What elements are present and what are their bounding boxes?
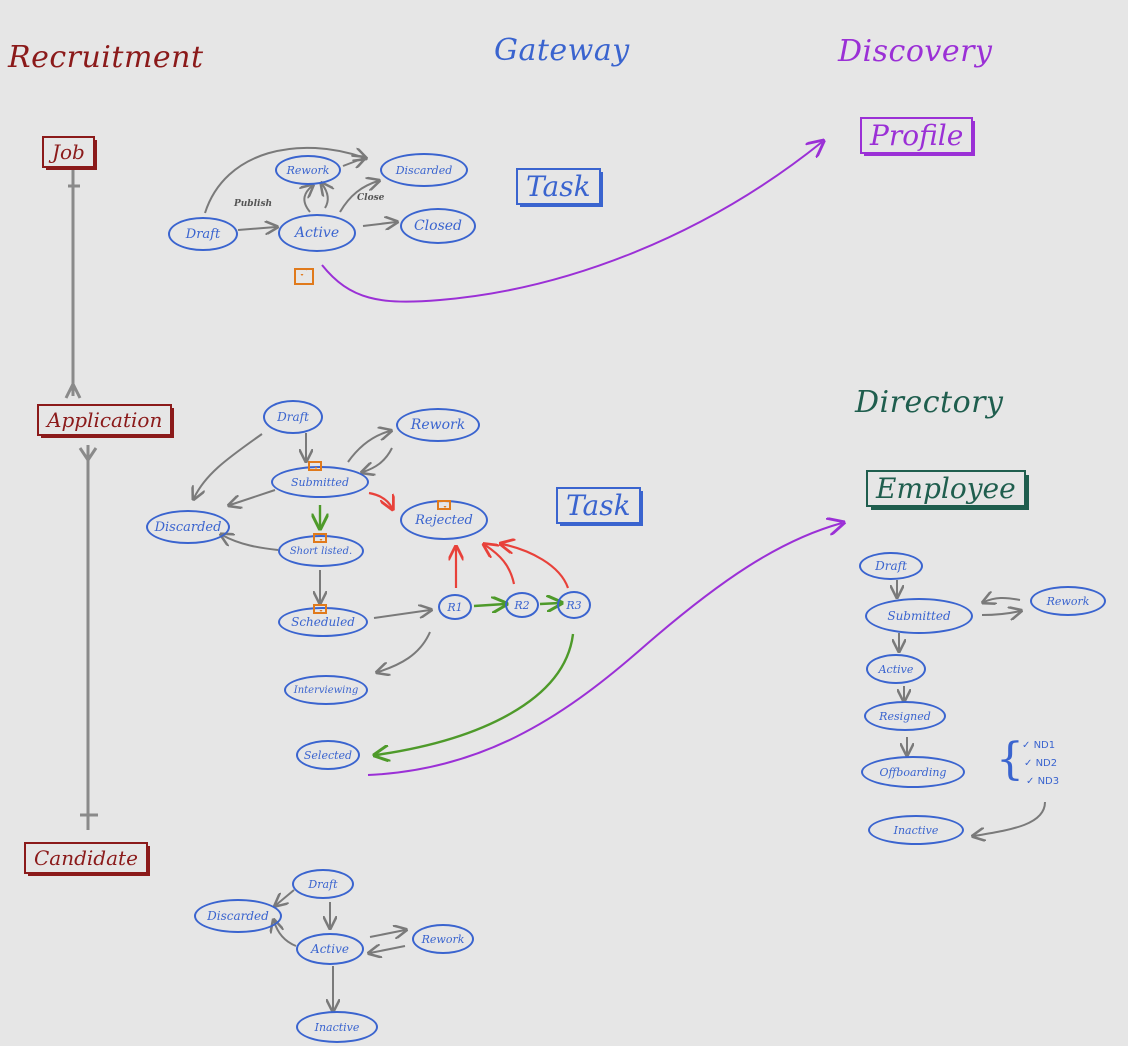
task-box-application[interactable]: Task bbox=[556, 487, 641, 524]
entity-job[interactable]: Job bbox=[42, 136, 95, 168]
recruitment-spine bbox=[64, 170, 98, 830]
employee-node-draft[interactable]: Draft bbox=[859, 552, 923, 580]
app-node-selected[interactable]: Selected bbox=[296, 740, 360, 770]
employee-node-submitted[interactable]: Submitted bbox=[865, 598, 973, 634]
app-node-draft[interactable]: Draft bbox=[263, 400, 323, 434]
employee-node-rework[interactable]: Rework bbox=[1030, 586, 1106, 616]
employee-flow-arrows bbox=[897, 580, 1046, 836]
entity-application[interactable]: Application bbox=[37, 404, 173, 436]
checklist-label-nd1: ND1 bbox=[1033, 740, 1056, 751]
entity-employee[interactable]: Employee bbox=[866, 470, 1026, 507]
app-node-r2[interactable]: R2 bbox=[505, 592, 539, 618]
heading-recruitment: Recruitment bbox=[8, 40, 204, 75]
entity-candidate[interactable]: Candidate bbox=[24, 842, 148, 874]
heading-directory: Directory bbox=[855, 385, 1004, 420]
candidate-node-discarded[interactable]: Discarded bbox=[194, 899, 282, 933]
employee-node-offboarding[interactable]: Offboarding bbox=[861, 756, 965, 788]
job-node-active[interactable]: Active bbox=[278, 214, 356, 252]
application-flow-green-arrows bbox=[320, 505, 575, 755]
candidate-node-rework[interactable]: Rework bbox=[412, 924, 474, 954]
purple-connectors bbox=[321, 142, 842, 776]
heading-discovery: Discovery bbox=[838, 34, 993, 69]
application-flow-red-arrows bbox=[368, 491, 570, 589]
job-node-discarded[interactable]: Discarded bbox=[380, 153, 468, 187]
candidate-node-inactive[interactable]: Inactive bbox=[296, 1011, 378, 1043]
mail-icon bbox=[437, 500, 451, 510]
employee-node-resigned[interactable]: Resigned bbox=[864, 701, 946, 731]
checklist-item-nd1: ✓ ND1 bbox=[1022, 740, 1056, 751]
checklist-brace: { bbox=[996, 734, 1024, 785]
checklist-item-nd2: ✓ ND2 bbox=[1024, 758, 1058, 769]
app-node-r3[interactable]: R3 bbox=[557, 591, 591, 619]
job-flow-arrows bbox=[204, 146, 396, 230]
job-node-draft[interactable]: Draft bbox=[168, 217, 238, 251]
checklist-item-nd3: ✓ ND3 bbox=[1026, 776, 1060, 787]
job-node-rework[interactable]: Rework bbox=[275, 155, 341, 185]
task-box-job[interactable]: Task bbox=[516, 168, 601, 205]
entity-profile[interactable]: Profile bbox=[860, 117, 974, 154]
app-node-rework[interactable]: Rework bbox=[396, 408, 480, 442]
job-node-closed[interactable]: Closed bbox=[400, 208, 476, 244]
heading-gateway: Gateway bbox=[494, 33, 630, 68]
job-label-close: Close bbox=[357, 193, 385, 203]
employee-node-inactive[interactable]: Inactive bbox=[868, 815, 964, 845]
mail-icon bbox=[313, 604, 327, 614]
mail-icon bbox=[294, 268, 314, 285]
app-node-interviewing[interactable]: Interviewing bbox=[284, 675, 368, 705]
app-node-discarded[interactable]: Discarded bbox=[146, 510, 230, 544]
mail-icon bbox=[308, 461, 322, 471]
candidate-node-active[interactable]: Active bbox=[296, 933, 364, 965]
checklist-label-nd3: ND3 bbox=[1037, 776, 1060, 787]
checklist-label-nd2: ND2 bbox=[1035, 758, 1058, 769]
application-flow-arrows bbox=[194, 431, 430, 672]
app-node-r1[interactable]: R1 bbox=[438, 594, 472, 620]
mail-icon bbox=[313, 533, 327, 543]
candidate-node-draft[interactable]: Draft bbox=[292, 869, 354, 899]
employee-node-active[interactable]: Active bbox=[866, 654, 926, 684]
job-label-publish: Publish bbox=[234, 199, 273, 209]
